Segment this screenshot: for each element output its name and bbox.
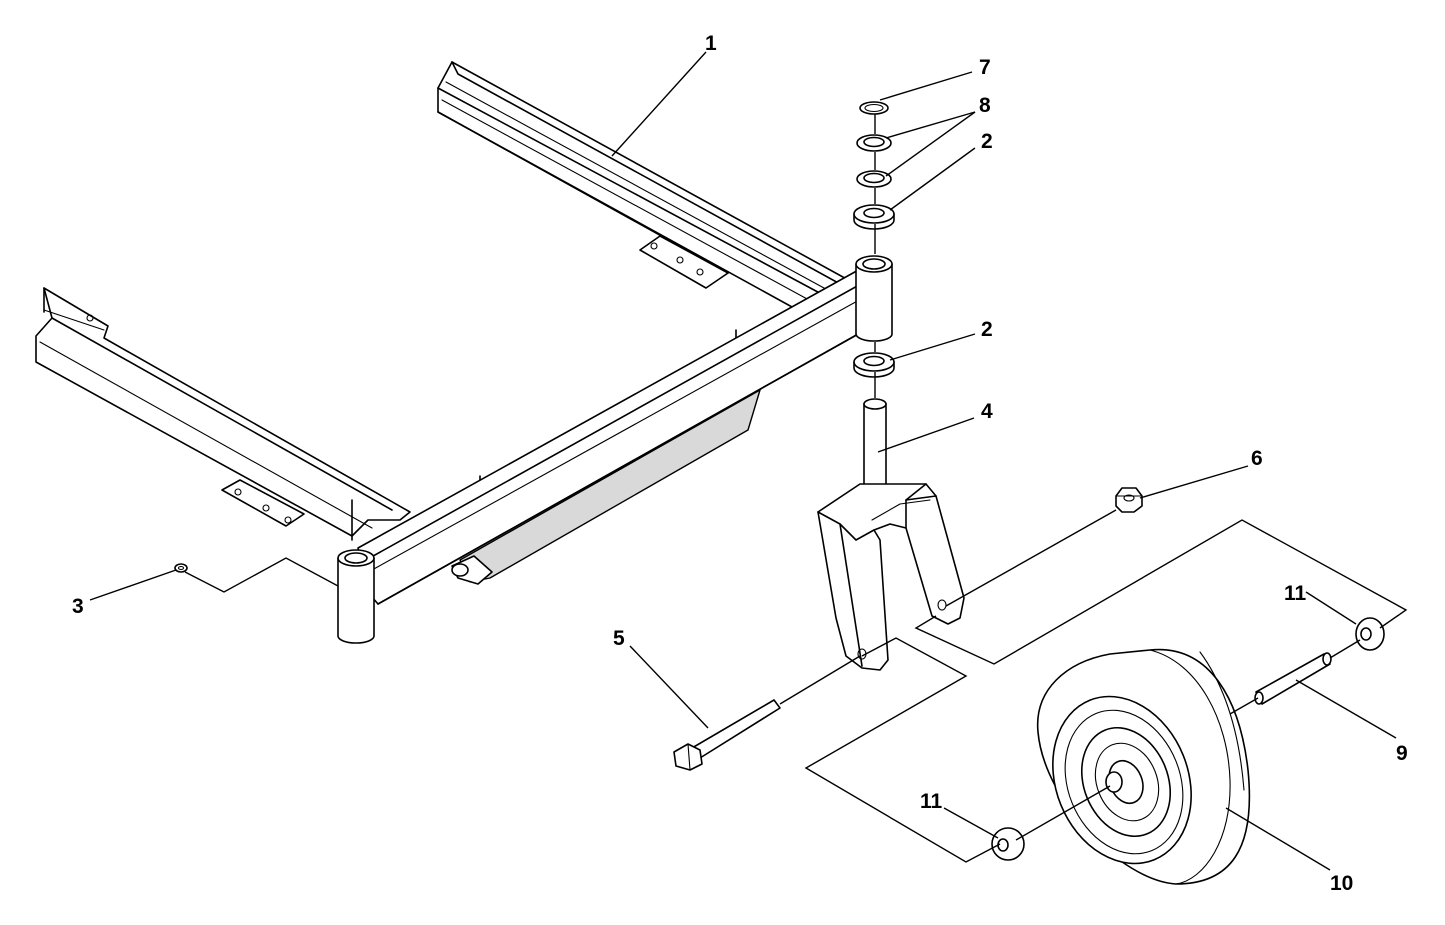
- frame-assembly: [35, 61, 893, 644]
- callout-9: 9: [1396, 742, 1408, 765]
- axle-tube: [1254, 652, 1332, 705]
- thrust-washer-lower: [856, 170, 892, 188]
- assembly-lines: [184, 114, 1408, 863]
- spacer-right: [1355, 617, 1385, 651]
- side-mount-bracket: [221, 479, 305, 527]
- thrust-washer-upper: [856, 134, 892, 152]
- callout-5: 5: [613, 627, 625, 650]
- callout-3: 3: [72, 595, 84, 618]
- bushing-upper: [853, 204, 895, 230]
- bushing-lower: [853, 352, 895, 378]
- callout-2-upper: 2: [981, 130, 993, 153]
- callout-6: 6: [1251, 447, 1263, 470]
- left-pivot-sleeve: [337, 549, 375, 644]
- right-pivot-sleeve: [855, 255, 893, 342]
- callout-10: 10: [1330, 872, 1353, 895]
- frame-rear-rail: [437, 61, 863, 319]
- callout-leaders: [89, 51, 1397, 871]
- caster-fork: [817, 398, 965, 671]
- callout-8: 8: [979, 94, 991, 117]
- callout-7: 7: [979, 56, 991, 79]
- callout-1: 1: [705, 32, 717, 55]
- axle-bolt: [673, 699, 781, 771]
- callout-11-right: 11: [1284, 582, 1307, 605]
- callout-labels: 1 7 8 2 2 4 6 3 5 11 11 9 10: [72, 32, 1408, 895]
- callout-2-lower: 2: [981, 318, 993, 341]
- nut-small: [174, 563, 188, 573]
- spacer-left: [991, 827, 1025, 861]
- rear-mount-bracket: [639, 235, 729, 289]
- caster-wheel: [1036, 648, 1251, 885]
- front-cross-tube: [357, 267, 877, 605]
- callout-11-left: 11: [920, 790, 943, 813]
- retaining-ring: [859, 101, 889, 115]
- lock-nut: [1115, 487, 1143, 513]
- callout-4: 4: [981, 400, 993, 423]
- frame-side-rail: [35, 287, 411, 537]
